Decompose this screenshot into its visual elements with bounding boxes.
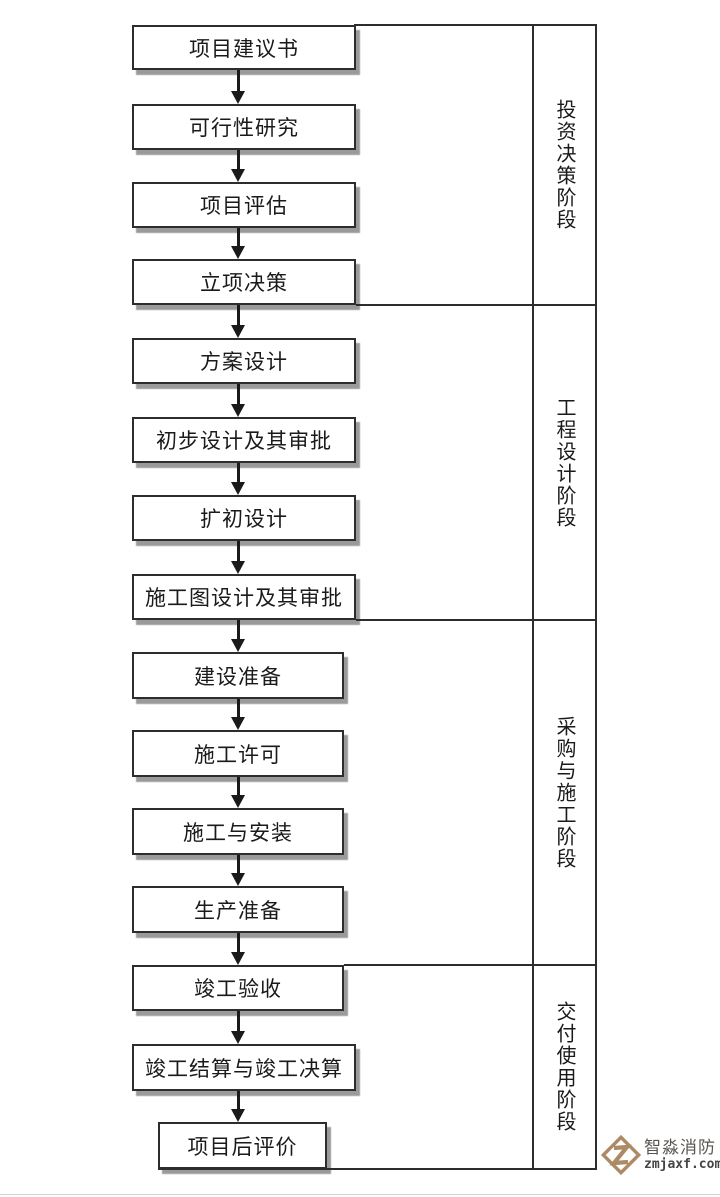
down-arrow [231,1011,245,1044]
down-arrow [231,228,245,259]
flow-box-label: 竣工结算与竣工决算 [145,1056,343,1081]
flow-box-label: 初步设计及其审批 [156,429,332,453]
flow-box-project-proposal: 项目建议书 [132,25,356,70]
down-arrow [231,933,245,965]
down-arrow [231,305,245,338]
arrowhead-icon [231,482,245,495]
down-arrow [231,1091,245,1122]
phase-divider-top [354,24,597,26]
arrowhead-icon [231,639,245,652]
flow-box-preliminary-design: 初步设计及其审批 [132,417,356,463]
watermark: 智淼消防 zmjaxf.com [601,1133,720,1177]
down-arrow [231,620,245,652]
flow-box-label: 竣工验收 [194,977,282,1001]
flow-box-label: 项目后评价 [187,1134,298,1159]
flow-box-construction-installation: 施工与安装 [132,808,344,855]
arrowhead-icon [231,169,245,182]
down-arrow [231,699,245,730]
arrowhead-icon [231,1031,245,1044]
down-arrow [231,463,245,495]
flow-box-label: 生产准备 [194,898,282,923]
flow-box-label: 扩初设计 [200,507,288,531]
arrowhead-icon [231,561,245,574]
flow-box-completion-acceptance: 竣工验收 [132,965,344,1011]
flow-box-label: 项目建议书 [189,36,299,61]
flow-box-completion-settlement: 竣工结算与竣工决算 [132,1044,356,1091]
phase-column-right-line [595,24,597,1170]
page-bottom-edge [0,1194,720,1195]
flow-box-label: 立项决策 [200,271,288,295]
flow-box-label: 可行性研究 [189,116,299,140]
flow-box-label: 施工与安装 [183,820,293,845]
arrowhead-icon [231,246,245,259]
flow-box-feasibility-study: 可行性研究 [132,104,356,150]
flow-box-label: 施工图设计及其审批 [145,586,343,610]
flow-box-label: 建设准备 [194,664,282,689]
diamond-z-logo-icon [601,1134,641,1176]
flow-box-label: 施工许可 [194,742,282,767]
down-arrow [231,70,245,104]
phase-label-procurement-construction: 采购与施工阶段 [553,715,575,870]
flow-box-extended-design: 扩初设计 [132,495,356,541]
arrowhead-icon [231,795,245,808]
brand-name: 智淼消防 [644,1138,716,1157]
phase-label-engineering-design: 工程设计阶段 [553,396,575,529]
flow-box-project-evaluation: 项目评估 [132,182,356,228]
arrowhead-icon [231,325,245,338]
brand-site: zmjaxf.com [644,1157,720,1172]
phase-label-delivery-use: 交付使用阶段 [553,1001,575,1133]
down-arrow [231,777,245,808]
down-arrow [231,150,245,182]
flow-box-construction-drawing: 施工图设计及其审批 [132,574,356,620]
phase-label-investment-decision: 投资决策阶段 [553,99,575,231]
phase-divider-2 [356,619,597,621]
flow-box-construction-permit: 施工许可 [132,730,344,777]
flow-box-label: 方案设计 [200,350,288,374]
arrowhead-icon [231,717,245,730]
phase-column-left-line [532,24,534,1170]
down-arrow [231,855,245,886]
down-arrow [231,384,245,417]
flow-box-scheme-design: 方案设计 [132,338,356,384]
flow-box-production-prep: 生产准备 [132,886,344,933]
arrowhead-icon [231,404,245,417]
arrowhead-icon [231,952,245,965]
arrowhead-icon [231,873,245,886]
arrowhead-icon [231,1109,245,1122]
arrowhead-icon [231,91,245,104]
down-arrow [231,541,245,574]
flow-box-label: 项目评估 [200,194,288,218]
flow-box-approval-decision: 立项决策 [132,259,356,305]
phase-divider-3 [344,964,597,966]
phase-divider-bottom [158,1168,597,1170]
flow-box-post-evaluation: 项目后评价 [158,1122,327,1169]
flow-box-construction-prep: 建设准备 [132,652,344,699]
phase-divider-1 [356,304,597,306]
